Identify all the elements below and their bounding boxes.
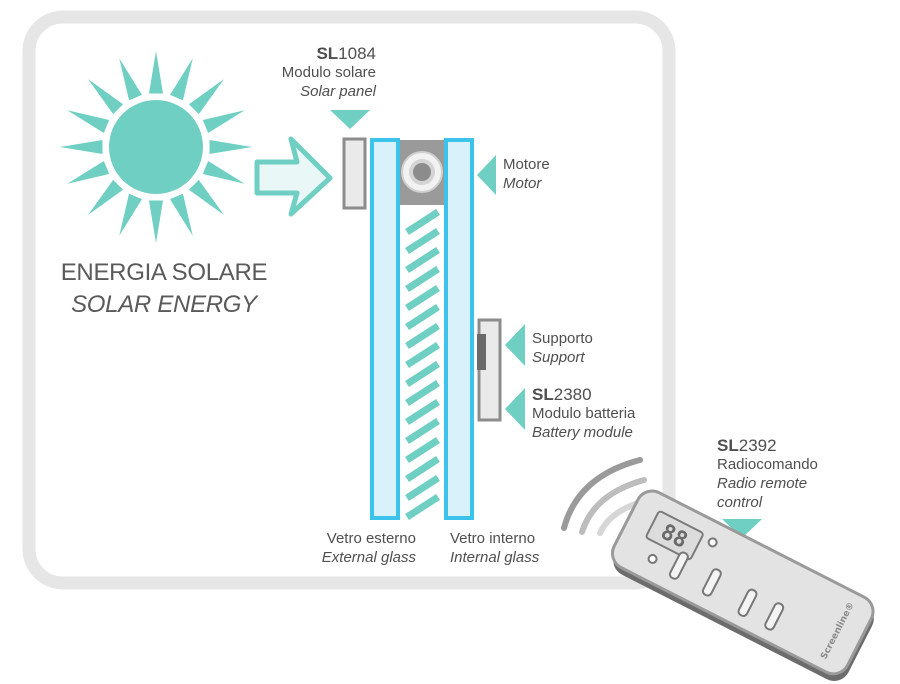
external-glass-it: Vetro esterno xyxy=(326,530,416,547)
blind-slat xyxy=(405,209,440,235)
sun-ray xyxy=(60,139,103,155)
sun-ray xyxy=(67,161,110,184)
internal-glass-en: Internal glass xyxy=(450,549,540,566)
remote-label: SL2392 Radiocomando Radio remote control xyxy=(717,436,818,512)
internal-glass-label: Vetro interno Internal glass xyxy=(450,529,539,567)
remote-en-line2: control xyxy=(717,494,763,511)
triangle-pointer-icon xyxy=(330,110,370,129)
sun-ray xyxy=(88,179,124,215)
blind-slat xyxy=(405,323,440,349)
support-label: Supporto Support xyxy=(532,329,593,367)
sun-ray xyxy=(119,193,142,236)
motor-label: Motore Motor xyxy=(503,155,550,193)
sun-ray xyxy=(88,79,124,115)
battery-label: SL2380 Modulo batteria Battery module xyxy=(532,385,635,442)
sun-ray xyxy=(170,193,193,236)
remote-code-num: 2392 xyxy=(738,436,777,455)
remote-it: Radiocomando xyxy=(717,456,818,473)
sun-ray xyxy=(188,79,224,115)
solar-energy-label: ENERGIA SOLARE SOLAR ENERGY xyxy=(48,257,280,321)
battery-it: Modulo batteria xyxy=(532,405,636,422)
blind-slats xyxy=(405,209,440,520)
blind-slat xyxy=(405,380,440,406)
blind-slat xyxy=(405,247,440,273)
motor-unit xyxy=(400,140,444,205)
arrow-right-icon xyxy=(254,136,333,217)
sun-ray xyxy=(148,51,164,94)
battery-support-module xyxy=(477,318,502,422)
solar-panel-it: Modulo solare xyxy=(281,64,376,81)
blind-slat xyxy=(405,285,440,311)
blind-slat xyxy=(405,418,440,444)
sun-ray xyxy=(67,110,110,133)
motor-it: Motore xyxy=(503,156,550,173)
blind-slat xyxy=(405,494,440,520)
blind-slat xyxy=(405,361,440,387)
sun-ray xyxy=(170,58,193,101)
triangle-pointer-icon xyxy=(505,388,525,430)
internal-glass-it: Vetro interno xyxy=(450,530,536,547)
sun-ray xyxy=(148,200,164,243)
sun-ray xyxy=(202,110,245,133)
sun-ray xyxy=(188,179,224,215)
sun-ray xyxy=(209,139,252,155)
frame-border xyxy=(22,10,676,590)
blind-slat xyxy=(405,456,440,482)
solar-panel-module xyxy=(342,137,367,210)
battery-code-prefix: SL xyxy=(532,385,554,404)
external-glass-en: External glass xyxy=(321,549,416,566)
sun-icon xyxy=(60,51,252,243)
triangle-pointer-icon xyxy=(722,519,762,538)
support-en: Support xyxy=(532,349,585,366)
solar-energy-en: SOLAR ENERGY xyxy=(71,291,257,318)
blind-slat xyxy=(405,437,440,463)
remote-en-line1: Radio remote xyxy=(717,475,808,492)
support-it: Supporto xyxy=(532,330,593,347)
external-glass-pane xyxy=(370,138,400,520)
motor-en: Motor xyxy=(503,175,542,192)
sun-ray xyxy=(202,161,245,184)
solar-panel-code-prefix: SL xyxy=(316,44,339,63)
blind-slat xyxy=(405,342,440,368)
blind-slat xyxy=(405,304,440,330)
sun-core xyxy=(109,100,203,194)
battery-en: Battery module xyxy=(532,424,633,441)
blind-slat xyxy=(405,228,440,254)
triangle-pointer-icon xyxy=(505,324,525,366)
solar-panel-label: SL1084 Modulo solare Solar panel xyxy=(230,44,376,101)
sun-ray xyxy=(119,58,142,101)
blind-slat xyxy=(405,399,440,425)
blind-slat xyxy=(405,266,440,292)
solar-panel-en: Solar panel xyxy=(300,83,376,100)
internal-glass-pane xyxy=(444,138,474,520)
remote-code-prefix: SL xyxy=(717,436,739,455)
solar-energy-it: ENERGIA SOLARE xyxy=(60,259,268,286)
battery-code-num: 2380 xyxy=(553,385,592,404)
remote-control-icon: 88 Screenline® xyxy=(610,489,875,681)
triangle-pointer-icon xyxy=(477,155,496,195)
solar-panel-code-num: 1084 xyxy=(338,44,376,63)
external-glass-label: Vetro esterno External glass xyxy=(294,529,416,567)
blind-slat xyxy=(405,475,440,501)
